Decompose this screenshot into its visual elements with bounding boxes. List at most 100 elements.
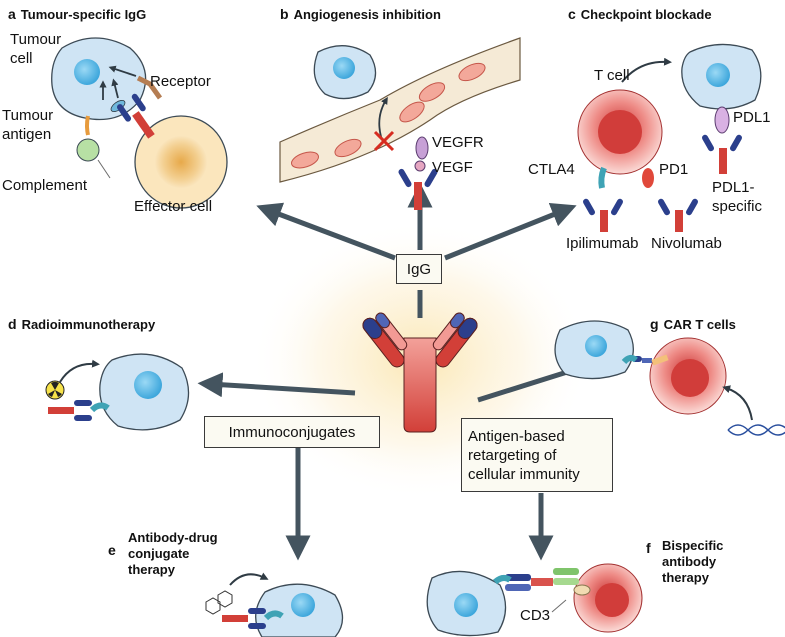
antibody-a [117, 93, 155, 139]
panel-e-title-line-3: therapy [128, 562, 175, 577]
panel-e-illustration [205, 572, 344, 637]
panel-d-letter: d [8, 316, 17, 332]
gene-transfer-arrow [722, 385, 753, 421]
panel-a-letter: a [8, 6, 16, 22]
panel-f-title-line-2: antibody [662, 554, 717, 569]
label-tumour-antigen-line-1: Tumour [2, 107, 54, 124]
radioactive-trefoil [48, 381, 62, 397]
bispecific-antibody [505, 568, 579, 591]
signal-arrows-a [99, 65, 137, 100]
panel-g-illustration [554, 320, 785, 436]
retargeting-box: Antigen-based retargeting of cellular im… [461, 418, 613, 492]
panel-g-title-text: CAR T cells [663, 317, 736, 332]
label-tumour-antigen-line-2: antigen [2, 126, 52, 143]
label-pdl1-specific-line-2: specific [712, 198, 763, 215]
nucleus-g [585, 335, 607, 357]
pd1-protein [642, 168, 654, 188]
ctla4-protein [598, 166, 607, 189]
panel-b-title-text: Angiogenesis inhibition [293, 7, 441, 22]
car-t-nucleus [671, 359, 709, 397]
panel-g-title: g CAR T cells [650, 316, 736, 332]
effector-nucleus [155, 136, 207, 188]
antigen-f [493, 574, 512, 585]
retargeting-line-2: retargeting of [468, 447, 557, 464]
complement-leader [97, 159, 111, 179]
antibody-d [48, 400, 92, 421]
central-igg-antibody [362, 312, 478, 433]
antibody-e [222, 608, 266, 629]
igg-box: IgG [396, 254, 442, 284]
immunoconjugates-box: Immunoconjugates [204, 416, 380, 448]
panel-c-illustration [577, 43, 762, 232]
nucleus-c [706, 63, 730, 87]
t-cell-f-nucleus [595, 583, 629, 617]
arrow-to-a [256, 202, 396, 261]
antigen-g [621, 354, 638, 365]
panel-c-title-text: Checkpoint blockade [580, 7, 712, 22]
panel-c-title: c Checkpoint blockade [568, 6, 712, 22]
label-receptor: Receptor [150, 73, 211, 90]
arrow-to-c [444, 203, 577, 261]
red-blood-cells [291, 62, 486, 169]
vegf-ligand [414, 160, 426, 172]
nucleus-d [134, 371, 162, 399]
complement-protein [76, 138, 100, 162]
dna-helix-icon [727, 424, 785, 436]
retargeting-line-3: cellular immunity [468, 466, 580, 483]
panel-b-letter: b [280, 6, 289, 22]
t-cell-arrow [621, 57, 672, 83]
arrow-to-d [197, 372, 356, 398]
nucleus-f [454, 593, 478, 617]
panel-b-title: b Angiogenesis inhibition [280, 6, 441, 22]
label-tumour-cell: Tumour cell [10, 30, 61, 68]
label-nivolumab: Nivolumab [651, 235, 722, 252]
antigen-e [263, 610, 284, 621]
label-effector-cell: Effector cell [134, 198, 213, 215]
panel-d-illustration [45, 353, 190, 431]
antigen-d [89, 402, 110, 413]
cd3-leader [551, 599, 567, 613]
label-tumour-antigen: Tumour antigen [2, 106, 53, 144]
inhibition-cross [373, 130, 395, 152]
panel-a-illustration [51, 37, 228, 209]
panel-f-illustration [426, 563, 643, 637]
complement-stalk [85, 115, 90, 136]
retargeting-line-1: Antigen-based [468, 428, 565, 445]
panel-d-title-text: Radioimmunotherapy [21, 317, 156, 332]
panel-e-title-line-1: Antibody-drug [128, 530, 218, 545]
panel-e-title-line-2: conjugate [128, 546, 190, 561]
label-tumour-cell-line-2: cell [10, 50, 33, 67]
panel-f-letter: f [646, 540, 651, 556]
label-vegfr: VEGFR [432, 134, 484, 151]
nucleus-e [291, 593, 315, 617]
panel-e-letter: e [108, 542, 116, 558]
vegfr-protein [415, 136, 429, 160]
panel-f-title-line-1: Bispecific [662, 538, 724, 553]
label-ctla4: CTLA4 [528, 161, 575, 178]
label-pdl1-specific: PDL1- specific [712, 178, 762, 216]
cd3-receptor [573, 584, 591, 596]
label-cd3: CD3 [520, 607, 551, 624]
label-complement: Complement [2, 177, 88, 194]
nucleus-a [74, 59, 100, 85]
pdl1-protein [714, 106, 730, 134]
panel-d-title: d Radioimmunotherapy [8, 316, 155, 332]
antibody-b [398, 168, 438, 210]
panel-g-letter: g [650, 316, 659, 332]
nucleus-b [333, 57, 355, 79]
t-cell-nucleus [598, 110, 642, 154]
label-pdl1-specific-line-1: PDL1- [712, 179, 755, 196]
pdl1-antibody [702, 134, 742, 174]
receptor-a [136, 75, 163, 100]
radio-arrow [59, 359, 100, 383]
ipilimumab-antibody [583, 198, 623, 232]
label-pd1: PD1 [659, 161, 689, 178]
panel-b-illustration [279, 37, 521, 210]
label-vegf: VEGF [432, 159, 473, 176]
panel-c-letter: c [568, 6, 576, 22]
nivolumab-antibody [658, 198, 698, 232]
label-tumour-cell-line-1: Tumour [10, 31, 62, 48]
panel-a-title-text: Tumour-specific IgG [20, 7, 147, 22]
label-ipilimumab: Ipilimumab [566, 235, 639, 252]
drug-arrow [229, 572, 269, 586]
